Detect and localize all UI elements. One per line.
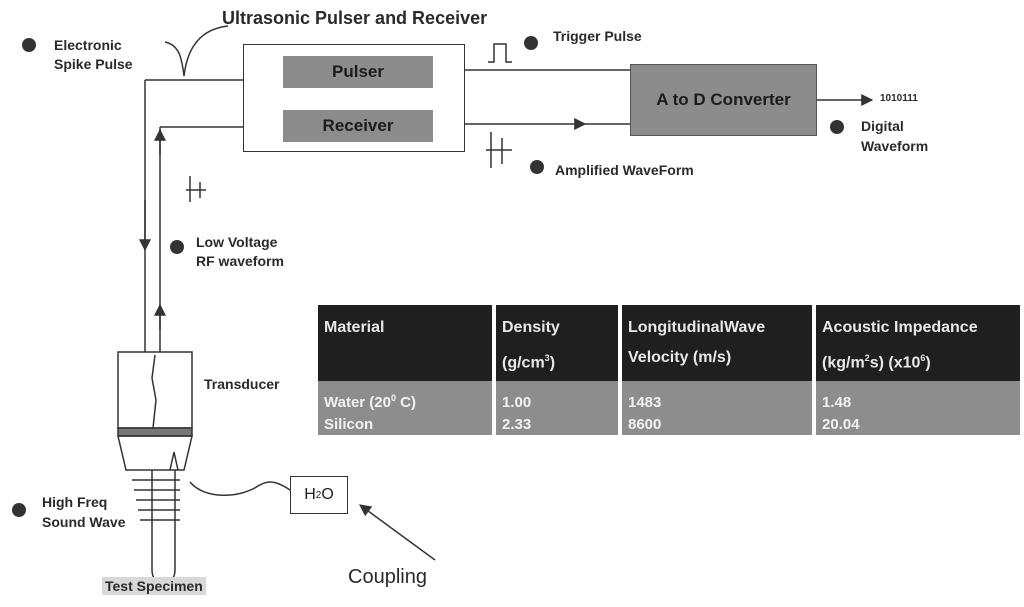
high-freq-bullet: [12, 503, 26, 517]
cell-velocity: 1483: [622, 381, 816, 413]
amplified-label: Amplified WaveForm: [555, 162, 694, 178]
binary-output: 1010111: [880, 93, 918, 104]
header-velocity: LongitudinalWave Velocity (m/s): [622, 305, 816, 381]
pulser-label: Pulser: [332, 62, 384, 81]
cell-material: Silicon: [318, 413, 496, 435]
header-material: Material: [318, 305, 496, 381]
coupling-label: Coupling: [348, 566, 427, 588]
digital-bullet: [830, 120, 844, 134]
diagram-title: Ultrasonic Pulser and Receiver: [222, 8, 488, 28]
high-freq-label-2: Sound Wave: [42, 514, 126, 530]
cell-velocity: 8600: [622, 413, 816, 435]
cell-density: 2.33: [496, 413, 622, 435]
spike-bullet: [22, 38, 36, 52]
trigger-label: Trigger Pulse: [553, 28, 642, 44]
low-voltage-bullet: [170, 240, 184, 254]
converter-block: A to D Converter: [630, 64, 817, 136]
high-freq-label-1: High Freq: [42, 494, 108, 510]
transducer-label: Transducer: [204, 376, 280, 392]
coupling-medium-o: O: [321, 486, 334, 503]
converter-label: A to D Converter: [656, 90, 791, 109]
low-voltage-label-1: Low Voltage: [196, 234, 278, 250]
coupling-medium-sub: 2: [315, 489, 322, 501]
amplified-bullet: [530, 160, 544, 174]
spike-label-1: Electronic: [54, 37, 122, 53]
header-density: Density (g/cm3): [496, 305, 622, 381]
table-header-row: Material Density (g/cm3) LongitudinalWav…: [318, 305, 1020, 381]
receiver-label: Receiver: [322, 116, 394, 135]
digital-label-2: Waveform: [861, 138, 929, 154]
test-specimen-label: Test Specimen: [102, 577, 206, 595]
cell-impedance: 20.04: [816, 413, 1020, 435]
cell-material: Water (200 C): [318, 381, 496, 413]
table-row: Silicon 2.33 8600 20.04: [318, 413, 1020, 435]
header-impedance: Acoustic Impedance (kg/m2s) (x106): [816, 305, 1020, 381]
table-row: Water (200 C) 1.00 1483 1.48: [318, 381, 1020, 413]
receiver-block: Receiver: [283, 110, 433, 142]
cell-density: 1.00: [496, 381, 622, 413]
low-voltage-label-2: RF waveform: [196, 253, 284, 269]
digital-label-1: Digital: [861, 118, 904, 134]
coupling-medium-h: H: [304, 486, 316, 503]
trigger-bullet: [524, 36, 538, 50]
cell-impedance: 1.48: [816, 381, 1020, 413]
material-properties-table: Material Density (g/cm3) LongitudinalWav…: [318, 305, 1020, 435]
pulser-block: Pulser: [283, 56, 433, 88]
spike-label-2: Spike Pulse: [54, 56, 133, 72]
